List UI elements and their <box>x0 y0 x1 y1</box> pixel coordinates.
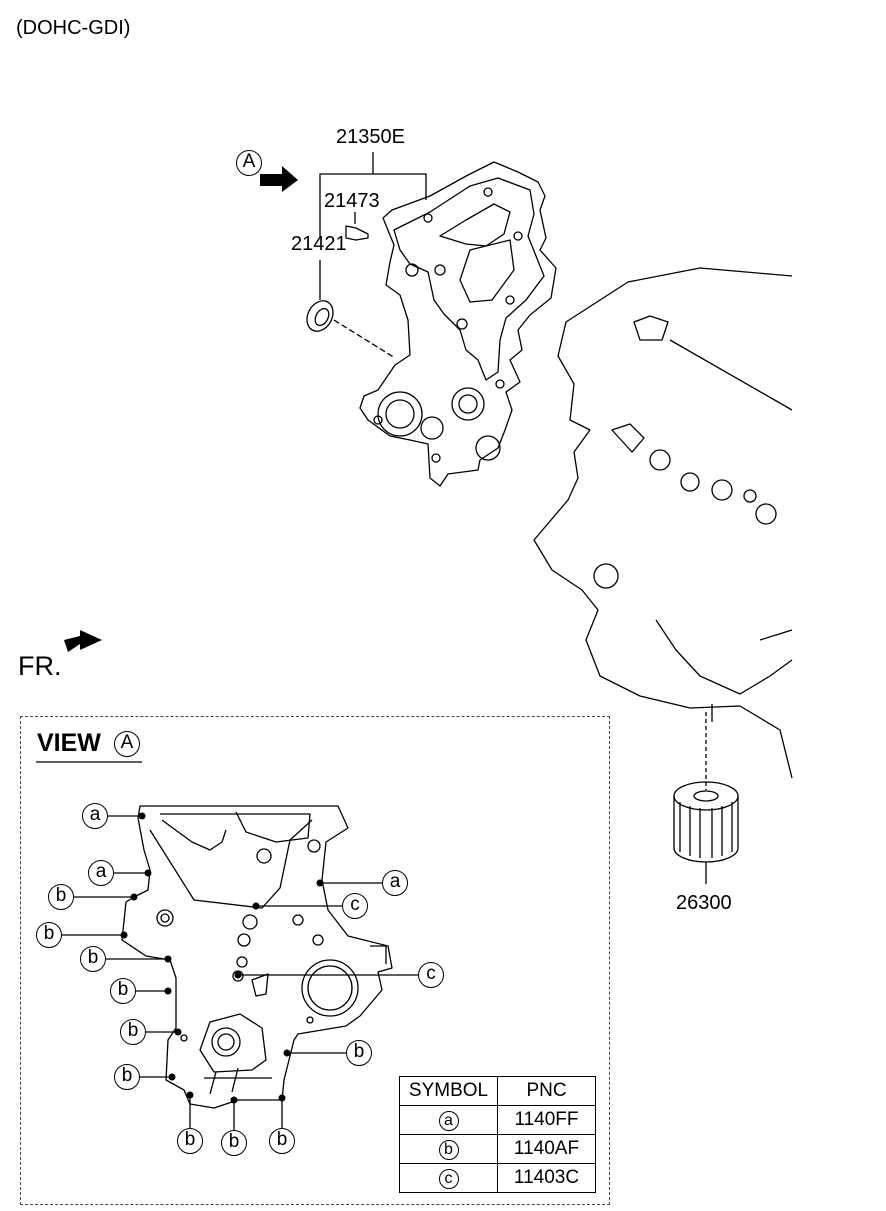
callout-b: b <box>221 1130 247 1156</box>
engine-block <box>533 267 793 779</box>
table-row: b 1140AF <box>399 1134 596 1164</box>
callout-b: b <box>36 922 62 948</box>
pnc-cell: 11403C <box>497 1163 596 1193</box>
callout-a: a <box>88 860 114 886</box>
callout-b: b <box>110 978 136 1004</box>
timing-cover-outline <box>359 161 557 487</box>
view-a-panel <box>20 716 610 1205</box>
part-number-seal: 21421 <box>291 233 347 255</box>
callout-b: b <box>80 946 106 972</box>
symbol-cell: a <box>438 1111 459 1131</box>
callout-a: a <box>382 870 408 896</box>
callout-b: b <box>48 884 74 910</box>
symbol-cell: c <box>438 1169 459 1189</box>
view-arrow <box>260 166 298 192</box>
view-marker-circle: A <box>236 150 262 176</box>
view-cover-outline <box>121 805 393 1109</box>
callout-c: c <box>342 893 368 919</box>
callout-c: c <box>418 962 444 988</box>
oil-filter-26300 <box>673 781 739 884</box>
pnc-cell: 1140FF <box>497 1105 596 1135</box>
part-number-oil-filter: 26300 <box>676 892 732 914</box>
view-title-marker: A <box>114 731 140 757</box>
callout-b: b <box>269 1128 295 1154</box>
front-arrow <box>64 630 102 652</box>
view-title: VIEW <box>37 729 101 757</box>
pnc-cell: 1140AF <box>497 1134 596 1164</box>
symbol-cell: b <box>438 1140 459 1160</box>
symbol-table: SYMBOL PNC a 1140FF b 1140AF c 11403C <box>399 1076 596 1193</box>
variant-label: (DOHC-GDI) <box>16 17 131 39</box>
part-number-bolt: 21473 <box>324 190 380 212</box>
table-row: c 11403C <box>399 1163 596 1193</box>
bolt-21473 <box>345 225 369 241</box>
callout-b: b <box>346 1040 372 1066</box>
pnc-header: PNC <box>497 1076 596 1106</box>
front-label: FR. <box>18 651 62 681</box>
callout-b: b <box>114 1064 140 1090</box>
part-number-cover: 21350E <box>336 126 405 148</box>
callout-b: b <box>177 1128 203 1154</box>
callout-a: a <box>82 803 108 829</box>
seal-21421 <box>306 300 334 332</box>
symbol-header: SYMBOL <box>399 1076 498 1106</box>
table-row: a 1140FF <box>399 1105 596 1135</box>
callout-b: b <box>120 1019 146 1045</box>
